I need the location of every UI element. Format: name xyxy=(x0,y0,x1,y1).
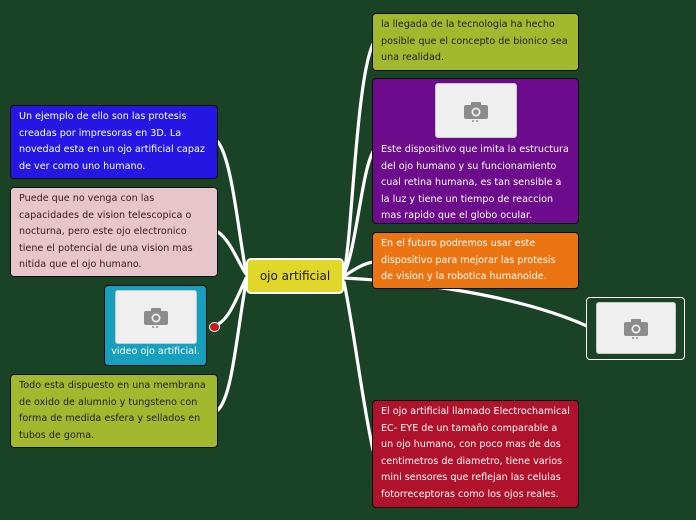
link-membrana xyxy=(216,280,248,412)
node-futuro-text: En el futuro podremos usar este disposit… xyxy=(381,238,556,282)
camera-icon xyxy=(623,319,648,339)
node-telescopica-text: Puede que no venga con las capacidades d… xyxy=(19,193,193,270)
link-protesis-3d xyxy=(216,140,248,274)
image-placeholder[interactable] xyxy=(595,302,676,354)
central-topic[interactable]: ojo artificial xyxy=(246,258,344,294)
node-dispositivo-text: Este dispositivo que imita la estructura… xyxy=(381,144,569,221)
node-tecnologia[interactable]: la llegada de la tecnologia ha hecho pos… xyxy=(372,13,579,71)
link-tecnologia xyxy=(342,42,375,274)
node-video[interactable]: video ojo artificial. xyxy=(104,285,207,366)
node-electrochamical-text: El ojo artificial llamado Electrochamica… xyxy=(381,406,570,500)
node-tecnologia-text: la llegada de la tecnologia ha hecho pos… xyxy=(381,19,568,63)
node-membrana[interactable]: Todo esta dispuesto en una membrana de o… xyxy=(10,374,218,448)
node-telescopica[interactable]: Puede que no venga con las capacidades d… xyxy=(10,187,218,277)
link-electrochamical xyxy=(342,280,375,452)
link-futuro xyxy=(342,260,375,278)
node-membrana-text: Todo esta dispuesto en una membrana de o… xyxy=(19,380,206,441)
node-electrochamical[interactable]: El ojo artificial llamado Electrochamica… xyxy=(372,400,579,508)
camera-icon xyxy=(463,101,488,122)
link-dispositivo xyxy=(342,150,375,276)
node-protesis-3d-text: Un ejemplo de ello son las protesis crea… xyxy=(19,111,205,172)
camera-icon xyxy=(143,308,168,328)
node-futuro[interactable]: En el futuro podremos usar este disposit… xyxy=(372,232,579,289)
central-topic-label: ojo artificial xyxy=(259,269,331,283)
node-image-right[interactable] xyxy=(586,297,685,360)
link-marker-icon[interactable] xyxy=(209,322,220,332)
image-placeholder[interactable] xyxy=(434,83,517,138)
link-telescopica xyxy=(216,230,248,276)
node-protesis-3d[interactable]: Un ejemplo de ello son las protesis crea… xyxy=(10,105,218,179)
node-dispositivo[interactable]: Este dispositivo que imita la estructura… xyxy=(372,78,579,224)
node-video-caption: video ojo artificial. xyxy=(111,346,200,357)
image-placeholder[interactable] xyxy=(114,290,197,344)
